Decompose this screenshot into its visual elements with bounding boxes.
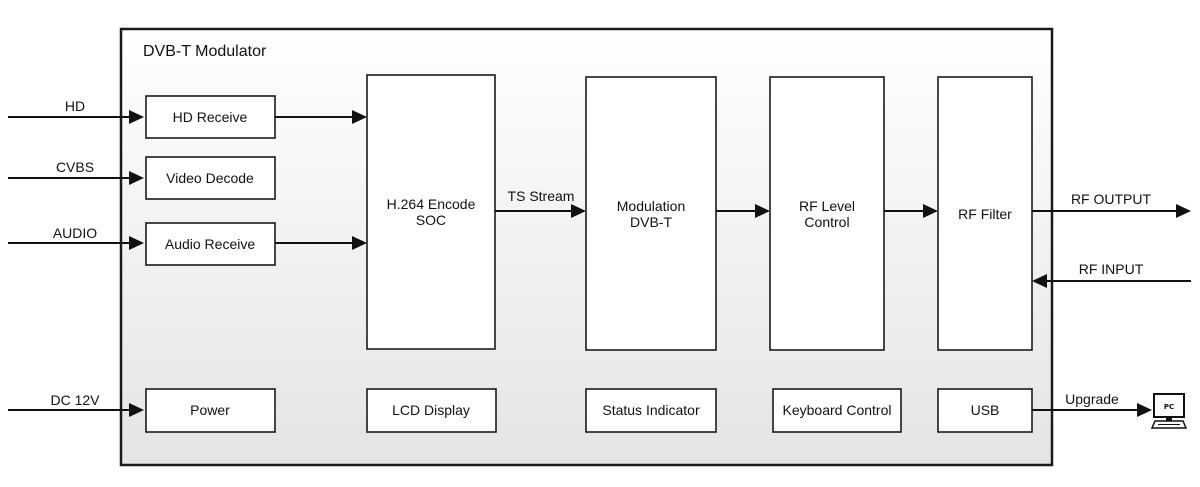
rf-input-arrow: RF INPUT [1032,261,1191,288]
encoder-label-line2: SOC [416,212,446,228]
pc-icon-label: PC [1164,403,1174,411]
rf-level-label-line1: RF Level [799,198,855,214]
arrow-rf-level-to-filter [884,204,938,218]
rf-filter-block: RF Filter [937,76,1033,351]
diagram-title: DVB-T Modulator [143,43,267,60]
usb-label: USB [971,402,1000,418]
rf-output-arrow: RF OUTPUT [1032,191,1191,218]
video-decode-block: Video Decode [145,156,276,200]
pc-monitor-icon: PC [1150,393,1188,429]
video-decode-label: Video Decode [166,170,254,186]
lcd-display-label: LCD Display [392,402,470,418]
hd-receive-block: HD Receive [145,95,276,139]
rf-input-label: RF INPUT [1079,261,1144,277]
rf-level-label-line2: Control [804,214,849,230]
input-audio: AUDIO [8,225,144,250]
status-indicator-block: Status Indicator [585,388,717,433]
ts-stream-label: TS Stream [508,188,575,204]
keyboard-control-label: Keyboard Control [783,402,892,418]
audio-receive-label: Audio Receive [165,236,255,252]
arrow-audio-to-encoder [275,236,367,250]
arrow-hd-to-encoder [275,110,367,124]
upgrade-arrow: Upgrade [1032,391,1152,417]
input-audio-label: AUDIO [53,225,97,241]
modulation-label-line2: DVB-T [630,214,672,230]
input-hd: HD [8,98,144,124]
input-hd-label: HD [65,98,85,114]
audio-receive-block: Audio Receive [145,222,276,266]
status-indicator-label: Status Indicator [602,402,700,418]
encoder-label-line1: H.264 Encode [387,196,476,212]
arrow-modulation-to-rf-level [716,204,770,218]
keyboard-control-block: Keyboard Control [772,388,902,433]
hd-receive-label: HD Receive [173,109,248,125]
ts-stream-arrow: TS Stream [495,188,586,218]
upgrade-label: Upgrade [1065,391,1119,407]
input-cvbs-label: CVBS [56,159,94,175]
rf-output-label: RF OUTPUT [1071,191,1152,207]
usb-block: USB [937,388,1033,433]
lcd-display-block: LCD Display [366,388,497,433]
power-block: Power [145,388,276,433]
power-label: Power [190,402,230,418]
input-cvbs: CVBS [8,159,144,185]
h264-encode-soc-block: H.264 Encode SOC [366,74,496,350]
input-dc-label: DC 12V [50,392,100,408]
modulation-dvbt-block: Modulation DVB-T [585,76,717,351]
input-dc-12v: DC 12V [8,392,144,417]
rf-filter-label: RF Filter [958,206,1012,222]
modulation-label-line1: Modulation [617,198,686,214]
rf-level-control-block: RF Level Control [769,76,885,351]
